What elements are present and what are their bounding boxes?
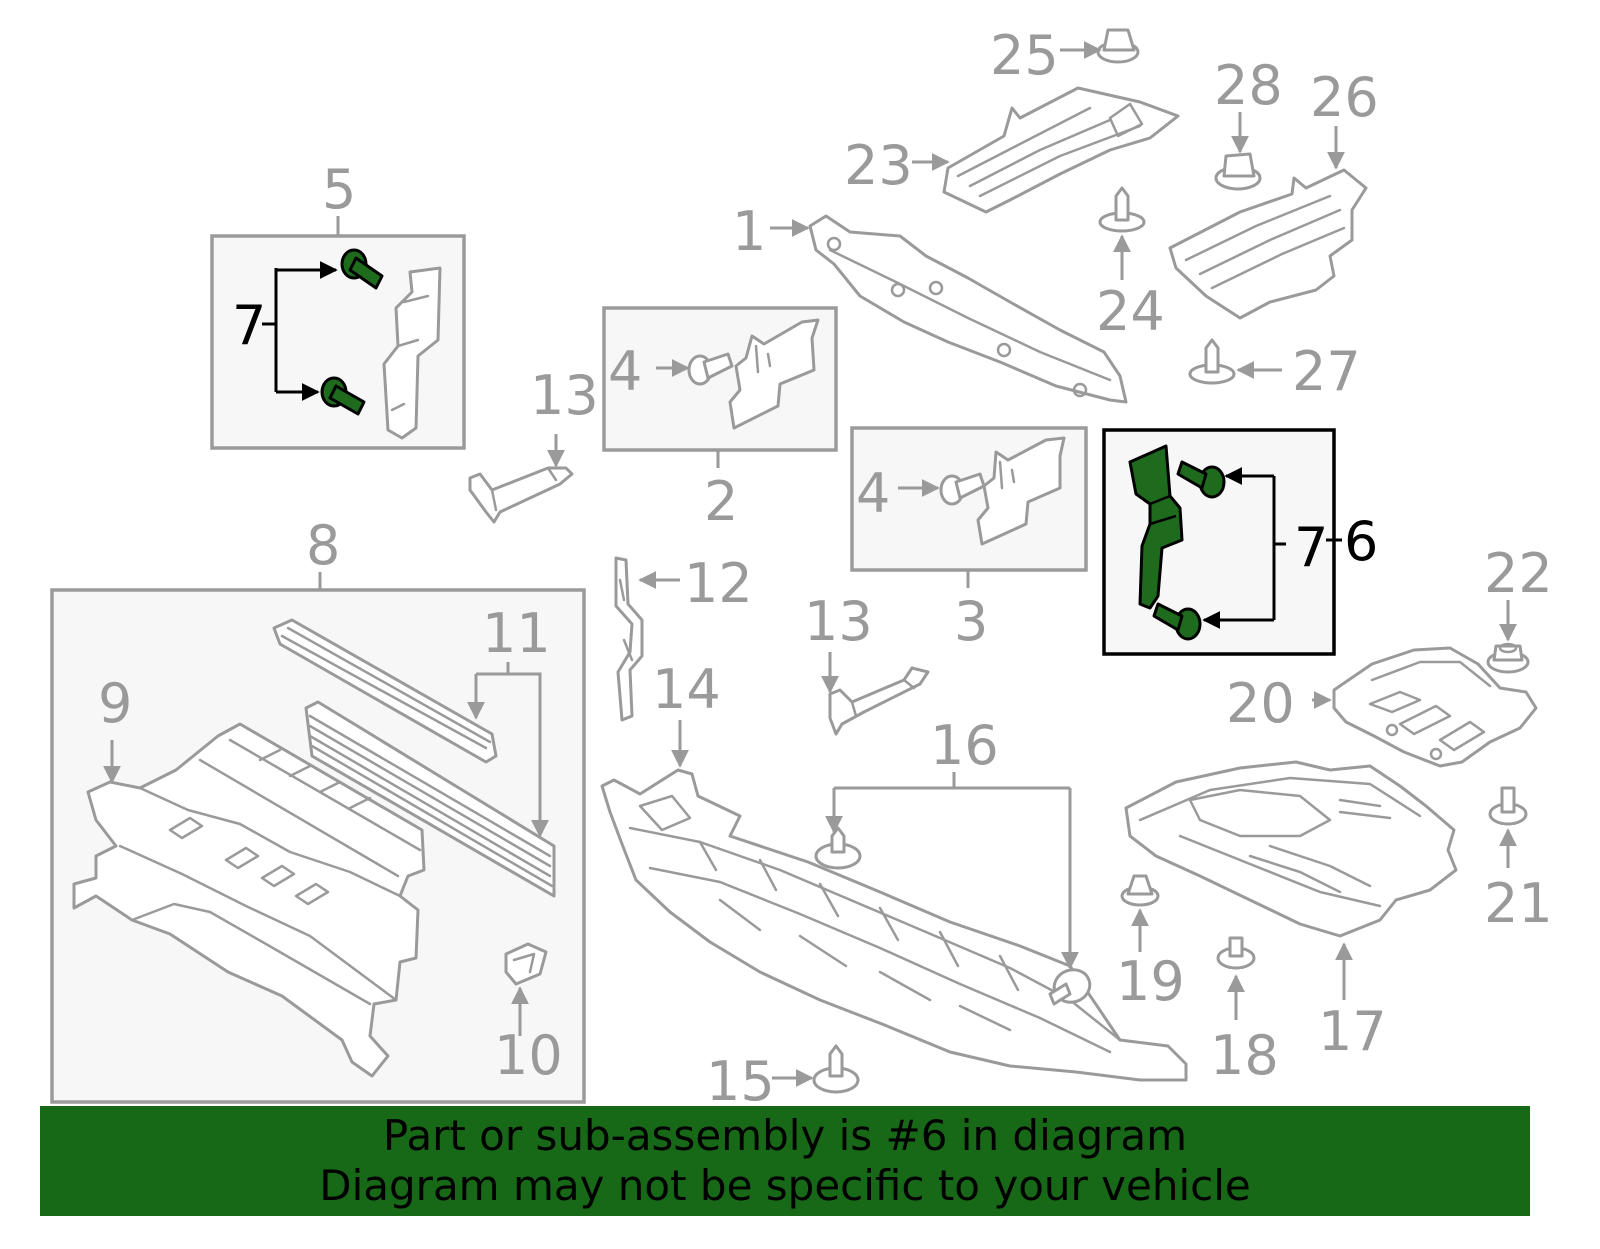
- part-19: 19: [1116, 874, 1185, 1013]
- callout-19: 19: [1116, 950, 1185, 1013]
- callout-25: 25: [990, 24, 1059, 87]
- part-27: 27: [1188, 338, 1361, 403]
- callout-24: 24: [1096, 280, 1165, 343]
- callout-27: 27: [1292, 340, 1361, 403]
- part-22: 22: [1484, 542, 1553, 674]
- pin-icon: [814, 826, 862, 870]
- part-13-lower: 13: [804, 590, 930, 736]
- part-13-upper: 13: [468, 364, 599, 524]
- part-25: 25: [990, 24, 1140, 87]
- callout-21: 21: [1484, 872, 1553, 935]
- callout-9: 9: [98, 672, 132, 735]
- callout-22: 22: [1484, 542, 1553, 605]
- callout-1: 1: [732, 200, 766, 263]
- part-23: 23: [844, 86, 1180, 214]
- assembly-box-8: 8 11 9 10: [50, 514, 586, 1104]
- part-20: 20: [1226, 646, 1538, 768]
- banner-line-1: Part or sub-assembly is #6 in diagram: [382, 1111, 1188, 1160]
- callout-20: 20: [1226, 672, 1295, 735]
- callout-10: 10: [494, 1024, 563, 1087]
- part-28: 28: [1214, 54, 1283, 191]
- info-banner: Part or sub-assembly is #6 in diagram Di…: [40, 1106, 1530, 1216]
- callout-3: 3: [954, 590, 988, 653]
- bolt-icon: [1152, 602, 1202, 641]
- callout-7: 7: [232, 294, 266, 357]
- part-18: 18: [1210, 936, 1279, 1087]
- callout-7b: 7: [1294, 516, 1328, 579]
- callout-8: 8: [306, 514, 340, 577]
- pin-icon: [1048, 968, 1092, 1006]
- part-14: 14: [600, 658, 1188, 1082]
- assembly-box-6: 7 6: [1102, 428, 1378, 656]
- callout-12: 12: [684, 552, 753, 615]
- part-12: 12: [614, 552, 753, 722]
- part-26: 26: [1168, 66, 1379, 320]
- screw-icon: [939, 472, 986, 506]
- callout-4: 4: [608, 340, 642, 403]
- part-15: 15: [706, 1044, 860, 1113]
- part-1: 1: [732, 200, 1128, 404]
- assembly-box-5: 5 7: [210, 158, 466, 450]
- part-17: 17: [1124, 760, 1458, 1063]
- callout-17: 17: [1318, 1000, 1387, 1063]
- callout-16: 16: [930, 714, 999, 777]
- part-24: 24: [1096, 186, 1165, 343]
- callout-13b: 13: [804, 590, 873, 653]
- callout-18: 18: [1210, 1024, 1279, 1087]
- callout-28: 28: [1214, 54, 1283, 117]
- bolt-icon: [320, 376, 366, 416]
- callout-26: 26: [1310, 66, 1379, 129]
- callout-11: 11: [482, 602, 551, 665]
- banner-line-2: Diagram may not be specific to your vehi…: [319, 1161, 1251, 1210]
- callout-6: 6: [1344, 510, 1378, 573]
- callout-2: 2: [704, 470, 738, 533]
- part-21: 21: [1484, 786, 1553, 935]
- assembly-box-3: 3 4: [850, 426, 1088, 653]
- bolt-icon: [1176, 460, 1226, 499]
- bolt-icon: [340, 248, 384, 290]
- callout-4b: 4: [856, 462, 890, 525]
- callout-23: 23: [844, 134, 913, 197]
- part-16: 16: [814, 714, 1092, 1006]
- callout-14: 14: [652, 658, 721, 721]
- callout-15: 15: [706, 1050, 775, 1113]
- callout-13: 13: [530, 364, 599, 427]
- assembly-box-2: 2 4: [602, 306, 838, 533]
- callout-5: 5: [322, 158, 356, 221]
